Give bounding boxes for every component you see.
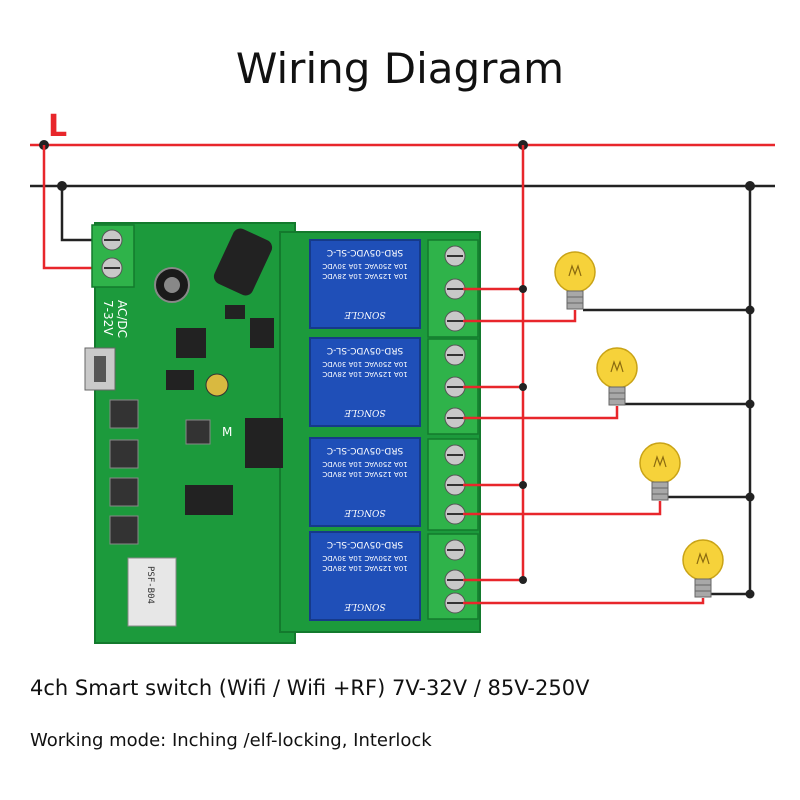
bulb-base (694, 578, 712, 598)
relay-rating: 10A 250VAC 10A 30VDC (322, 554, 407, 562)
bulb-filament (568, 264, 582, 277)
ic-chip (250, 318, 274, 348)
relay-model: SRD-05VDC-SL-C (327, 445, 403, 455)
load-group (463, 251, 755, 605)
junction-dot (745, 399, 755, 409)
usb-slot (94, 356, 106, 382)
light-bulb-icon (682, 539, 724, 581)
power-label: AC/DC (115, 300, 129, 338)
bulb-filament (610, 360, 624, 373)
light-bulb-icon (639, 442, 681, 484)
output-terminal-group (427, 239, 527, 620)
ic-chip (245, 418, 283, 468)
capacitor-top (164, 277, 180, 293)
relay-rating: 10A 250VAC 10A 30VDC (322, 460, 407, 468)
junction-dot (519, 383, 527, 391)
ic-chip (185, 485, 233, 515)
wifi-module (127, 557, 177, 627)
bulb-base (608, 386, 626, 406)
relay (309, 337, 421, 427)
antenna-coil (213, 228, 273, 296)
load-live-wire (463, 598, 705, 605)
relay-brand: SONGLE (344, 309, 386, 319)
inductor (176, 328, 206, 358)
load-live-wire (463, 310, 577, 323)
relay-rating: 10A 125VAC 10A 28VDC (322, 470, 407, 478)
relay-group: SRD-05VDC-SL-C 10A 250VAC 10A 30VDC 10A 12… (309, 239, 421, 621)
relay (309, 239, 421, 329)
bulb-base (566, 290, 584, 310)
relay-model: SRD-05VDC-SL-C (327, 345, 403, 355)
junction-dot (519, 285, 527, 293)
junction-dot (745, 492, 755, 502)
relay-rating: 10A 250VAC 10A 30VDC (322, 262, 407, 270)
relay-rating: 10A 125VAC 10A 28VDC (322, 272, 407, 280)
junction-dot (519, 481, 527, 489)
push-button (109, 439, 139, 469)
load-live-wire (463, 406, 619, 420)
bulb-base (651, 481, 669, 501)
relay-brand: SONGLE (344, 407, 386, 417)
relay-brand: SONGLE (344, 507, 386, 517)
push-button (109, 515, 139, 545)
voltage-label: 7-32V (101, 300, 115, 336)
bulb-filament (653, 455, 667, 468)
relay-rating: 10A 125VAC 10A 28VDC (322, 370, 407, 378)
caption-modes: Working mode: Inching /elf-locking, Inte… (30, 730, 432, 751)
line-label: L (48, 109, 67, 144)
relay-model: SRD-05VDC-SL-C (327, 247, 403, 257)
capacitor-small (205, 373, 229, 397)
light-bulb-icon (554, 251, 596, 293)
relay-model: SRD-05VDC-SL-C (327, 539, 403, 549)
ic-chip (166, 370, 194, 390)
page-title: Wiring Diagram (235, 44, 565, 93)
ic-chip (225, 305, 245, 319)
push-button (109, 399, 139, 429)
relay-brand: SONGLE (344, 601, 386, 611)
module-label: PSF-B04 (145, 566, 155, 604)
relay-rating: 10A 125VAC 10A 28VDC (322, 564, 407, 572)
light-bulb-icon (596, 347, 638, 389)
relay (309, 531, 421, 621)
relay-rating: 10A 250VAC 10A 30VDC (322, 360, 407, 368)
load-live-wire (463, 501, 662, 516)
junction-dot (745, 305, 755, 315)
relay (309, 437, 421, 527)
push-button (185, 419, 211, 445)
power-live-wire (42, 145, 108, 270)
rf-label: M (222, 425, 232, 439)
bulb-filament (696, 552, 710, 565)
push-button (109, 477, 139, 507)
caption-product: 4ch Smart switch (Wifi / Wifi +RF) 7V-32… (30, 676, 590, 700)
junction-dot (519, 576, 527, 584)
junction-dot (745, 589, 755, 599)
